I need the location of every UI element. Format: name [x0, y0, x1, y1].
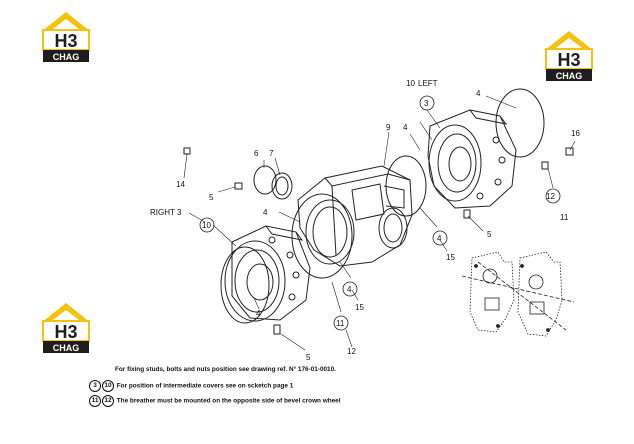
leader-lines [183, 95, 576, 351]
label-11-bottom: 11 [336, 319, 345, 328]
gasket-right [291, 193, 353, 279]
label-4-f: 4 [256, 309, 261, 318]
label-4-e: 4 [347, 285, 352, 294]
circled-ref-12: 12 [102, 395, 114, 407]
brand-logo-top-right: H3 CHAG [544, 31, 594, 81]
label-right-word: RIGHT [150, 208, 175, 217]
circled-callouts [199, 95, 561, 331]
circled-ref-3: 3 [89, 380, 101, 392]
plug-5-top [234, 182, 243, 190]
logo-text-h3: H3 [54, 322, 77, 342]
breather-16 [565, 147, 574, 156]
label-5-bottom: 5 [306, 353, 311, 362]
plug-right-side [541, 161, 549, 170]
logo-text-chag: CHAG [53, 52, 80, 62]
note-intermediate-covers-text: For position of intermediate covers see … [116, 382, 294, 390]
label-3-right: 3 [177, 208, 182, 217]
circled-ref-10: 10 [102, 380, 114, 392]
label-4-c: 4 [263, 208, 268, 217]
circled-ref-11: 11 [89, 395, 101, 407]
gasket-left [385, 155, 427, 217]
left-cover [427, 109, 517, 209]
label-10-right: 10 [202, 221, 211, 230]
label-5-top: 5 [209, 193, 214, 202]
label-4-b: 4 [403, 123, 408, 132]
logo-text-chag: CHAG [53, 343, 80, 353]
label-left-word: LEFT [418, 79, 438, 88]
logo-text-h3: H3 [54, 31, 77, 51]
label-10-left: 10 [406, 79, 415, 88]
brand-logo-top-left: H3 CHAG [41, 12, 91, 62]
plug-5-left [463, 209, 471, 219]
right-cover [224, 225, 311, 322]
label-5-left: 5 [487, 230, 492, 239]
plug-5-bottom [273, 324, 281, 335]
central-housing [297, 165, 413, 267]
label-15-right: 15 [355, 303, 364, 312]
label-12-bottom: 12 [347, 347, 356, 356]
ring-right [220, 246, 270, 324]
label-15-left: 15 [446, 253, 455, 262]
label-6: 6 [254, 149, 259, 158]
label-14: 14 [176, 180, 185, 189]
note-breather-text: The breather must be mounted on the oppo… [116, 397, 341, 405]
label-11-right: 11 [560, 213, 569, 222]
label-4-a: 4 [476, 89, 481, 98]
label-4-d: 4 [437, 234, 442, 243]
brand-logo-bottom-left: H3 CHAG [41, 303, 91, 353]
note-fixing-studs: For fixing studs, bolts and nuts positio… [115, 366, 336, 373]
logo-text-chag: CHAG [556, 71, 583, 81]
label-7: 7 [269, 149, 274, 158]
plug-14 [183, 147, 191, 155]
seal-ring-6 [253, 165, 277, 195]
label-16: 16 [571, 129, 580, 138]
ring-left [495, 88, 545, 158]
label-3-left: 3 [424, 99, 429, 108]
label-12-right: 12 [546, 192, 555, 201]
gasket-sketch [461, 251, 575, 337]
seal-ring-7 [271, 172, 293, 200]
label-9: 9 [386, 123, 391, 132]
logo-text-h3: H3 [557, 50, 580, 70]
